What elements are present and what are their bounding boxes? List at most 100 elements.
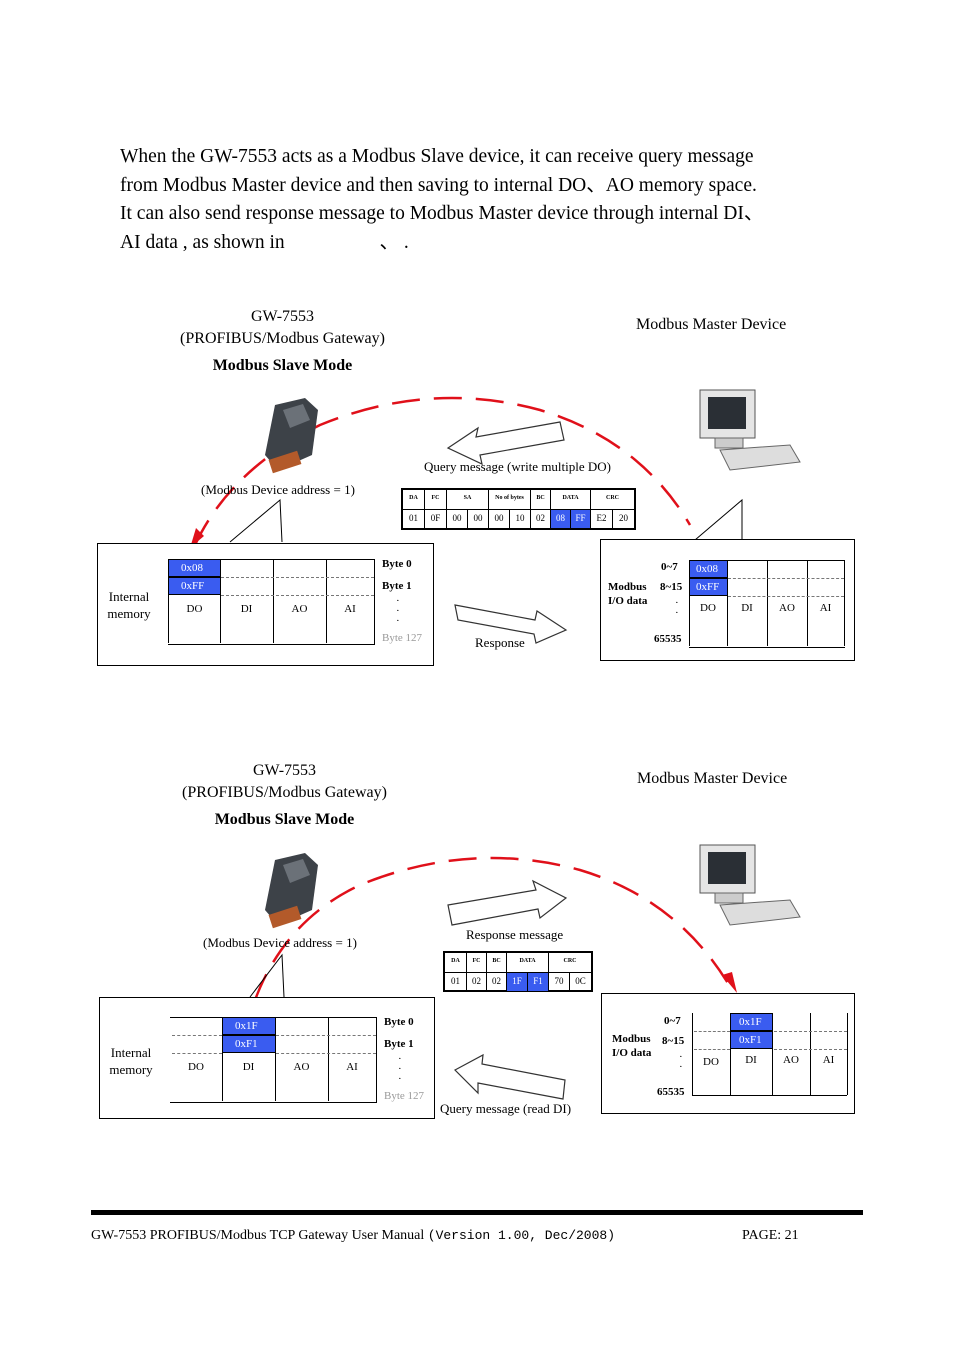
mem2-val-0: 0x1F bbox=[222, 1017, 276, 1035]
master1-col-ao: AO bbox=[779, 602, 795, 614]
computer-icon-1 bbox=[699, 389, 801, 471]
mem2-col-ao: AO bbox=[293, 1061, 310, 1073]
footer-rule bbox=[91, 1210, 863, 1215]
master2-col-ai: AI bbox=[822, 1054, 835, 1066]
hdr2-bc: BC bbox=[487, 953, 507, 972]
intro-line-2: from Modbus Master device and then savin… bbox=[120, 174, 757, 196]
footer-manual-title: GW-7553 PROFIBUS/Modbus TCP Gateway User… bbox=[91, 1228, 428, 1243]
master2-range-1: 8~15 bbox=[662, 1035, 685, 1047]
mem1-col-do: DO bbox=[186, 603, 203, 615]
mem2-col-do: DO bbox=[188, 1061, 204, 1073]
mem2-byte127: Byte 127 bbox=[384, 1090, 425, 1102]
val2-bc: 02 bbox=[487, 973, 507, 991]
gateway-name-2: GW-7553 bbox=[252, 762, 317, 779]
master-title-2: Modbus Master Device bbox=[637, 770, 788, 787]
master1-col-do: DO bbox=[700, 602, 716, 614]
mem2-byte1: Byte 1 bbox=[384, 1038, 414, 1050]
gateway-desc-1: (PROFIBUS/Modbus Gateway) bbox=[180, 330, 385, 347]
master1-val-1: 0xFF bbox=[689, 578, 728, 596]
diagram-write-do: GW-7553 (PROFIBUS/Modbus Gateway) Modbus… bbox=[97, 308, 855, 666]
footer-page: PAGE: 21 bbox=[742, 1228, 799, 1243]
hdr2-crc: CRC bbox=[563, 958, 577, 964]
footer-title: GW-7553 PROFIBUS/Modbus TCP Gateway User… bbox=[91, 1228, 615, 1244]
val-sa-lo: 00 bbox=[468, 510, 489, 528]
hdr2-data: DATA bbox=[507, 953, 549, 972]
footer-version: (Version 1.00, Dec/2008) bbox=[427, 1228, 616, 1243]
hdr-nob: No of bytes bbox=[489, 490, 531, 509]
response-label-1: Response bbox=[475, 635, 525, 650]
query-label-1: Query message (write multiple DO) bbox=[424, 459, 612, 474]
hdr-data: DATA bbox=[551, 490, 591, 509]
gateway-device-icon bbox=[265, 398, 318, 474]
gateway-desc-2: (PROFIBUS/Modbus Gateway) bbox=[182, 784, 387, 801]
master-io-box-2: Modbus I/O data 0~7 8~15 ·· 65535 0x1F 0… bbox=[601, 993, 855, 1114]
internal-memory-label-1: Internal memory bbox=[107, 589, 151, 621]
master2-val-0: 0x1F bbox=[730, 1013, 773, 1031]
hdr2-fc: FC bbox=[467, 953, 487, 972]
query-message-table: DA FC SA No of bytes BC DATA CRC 01 0F 0… bbox=[401, 488, 636, 530]
gateway-name-1: GW-7553 bbox=[250, 308, 315, 325]
response-label-2: Response message bbox=[466, 927, 564, 942]
master1-col-di: DI bbox=[741, 602, 753, 614]
val-nob-lo: 10 bbox=[510, 510, 531, 528]
master-title-1: Modbus Master Device bbox=[636, 316, 787, 333]
val-da: 01 bbox=[403, 510, 425, 528]
intro-line-4-tail: 、 . bbox=[379, 231, 409, 253]
mode-title-1: Modbus Slave Mode bbox=[212, 357, 353, 374]
computer-icon-2 bbox=[699, 844, 801, 926]
diagram-read-di: GW-7553 (PROFIBUS/Modbus Gateway) Modbus… bbox=[99, 762, 855, 1119]
master2-col-do: DO bbox=[703, 1056, 719, 1068]
val-nob-hi: 00 bbox=[489, 510, 510, 528]
intro-line-1: When the GW-7553 acts as a Modbus Slave … bbox=[120, 146, 754, 167]
mem1-val-0: 0x08 bbox=[168, 559, 221, 577]
mem2-col-ai: AI bbox=[346, 1061, 358, 1073]
query-label-2: Query message (read DI) bbox=[440, 1101, 572, 1116]
gateway-device-icon-2 bbox=[265, 853, 318, 929]
val2-crc-lo: 0C bbox=[575, 976, 586, 986]
master2-val-1: 0xF1 bbox=[730, 1031, 773, 1049]
mem2-col-di: DI bbox=[242, 1061, 255, 1073]
mem2-byte0: Byte 0 bbox=[384, 1016, 414, 1028]
master2-range-2: 65535 bbox=[657, 1086, 685, 1098]
val-bc: 02 bbox=[531, 510, 551, 528]
val2-data-0: 1F bbox=[507, 973, 528, 991]
mem1-col-di: DI bbox=[240, 603, 253, 615]
intro-line-4: AI data , as shown in 、 . bbox=[120, 229, 865, 258]
intro-paragraph: When the GW-7553 acts as a Modbus Slave … bbox=[120, 143, 865, 257]
master2-col-ao: AO bbox=[783, 1054, 799, 1066]
internal-memory-box-2: Internal memory 0x1F 0xF1 DO DI AO AI By… bbox=[99, 997, 435, 1119]
master1-range-2: 65535 bbox=[654, 633, 682, 645]
hdr-da: DA bbox=[403, 490, 425, 509]
master1-col-ai: AI bbox=[819, 602, 832, 614]
val-data-0: 08 bbox=[551, 510, 571, 528]
master2-range-0: 0~7 bbox=[664, 1015, 681, 1027]
mem2-val-1: 0xF1 bbox=[222, 1035, 276, 1053]
internal-memory-label-2: Internal memory bbox=[109, 1045, 153, 1077]
master1-range-0: 0~7 bbox=[661, 561, 678, 573]
val-crc-hi: E2 bbox=[591, 510, 613, 528]
response-message-table: DA FC BC DATA CRC 01 02 02 1F F1 70 0C bbox=[443, 951, 593, 992]
master-io-label-1: Modbus I/O data bbox=[608, 581, 648, 607]
master1-range-1: 8~15 bbox=[660, 581, 683, 593]
val2-fc: 02 bbox=[467, 973, 487, 991]
mem1-byte0: Byte 0 bbox=[382, 558, 412, 570]
device-address-1: (Modbus Device address = 1) bbox=[201, 482, 355, 497]
diagram2-graphics bbox=[249, 844, 801, 1100]
val-fc: 0F bbox=[425, 510, 447, 528]
internal-memory-box-1: Internal memory 0x08 0xFF DO DI AO AI By… bbox=[97, 543, 434, 666]
val-data-1: FF bbox=[571, 510, 591, 528]
hdr2-da: DA bbox=[445, 953, 467, 972]
mode-title-2: Modbus Slave Mode bbox=[214, 811, 355, 828]
mem1-byte1: Byte 1 bbox=[382, 580, 412, 592]
hdr-sa: SA bbox=[447, 490, 489, 509]
hdr-crc: CRC bbox=[606, 495, 619, 501]
intro-line-3: It can also send response message to Mod… bbox=[120, 203, 764, 224]
val2-data-1: F1 bbox=[528, 973, 549, 991]
hdr-bc: BC bbox=[531, 490, 551, 509]
mem1-val-1: 0xFF bbox=[168, 577, 221, 595]
mem1-byte127: Byte 127 bbox=[382, 632, 423, 644]
master-io-label-2: Modbus I/O data bbox=[612, 1033, 652, 1059]
mem1-col-ao: AO bbox=[291, 603, 308, 615]
val-crc-lo: 20 bbox=[619, 513, 628, 523]
val-sa-hi: 00 bbox=[447, 510, 468, 528]
